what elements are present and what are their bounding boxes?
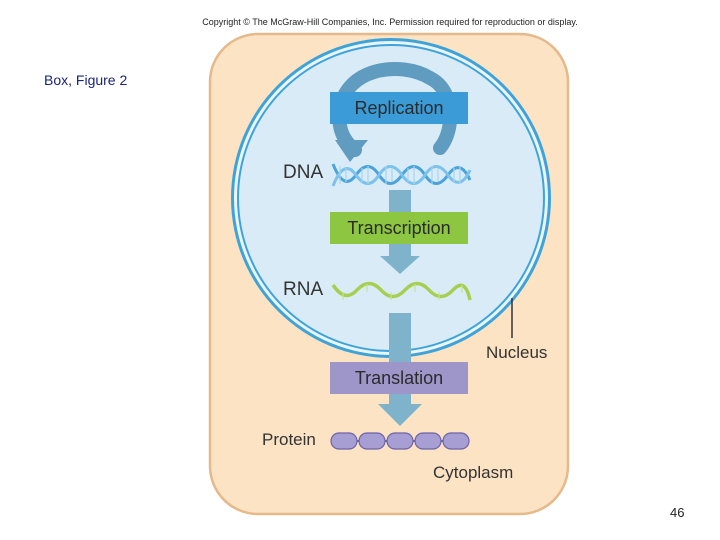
dna-helix xyxy=(331,163,472,187)
protein-bead xyxy=(386,432,414,450)
figure-caption: Box, Figure 2 xyxy=(44,72,128,88)
dna-label: DNA xyxy=(283,162,323,183)
protein-chain xyxy=(330,432,470,450)
arrow-translation-to-protein-shaft xyxy=(389,394,411,406)
translation-box xyxy=(330,362,468,394)
transcription-label: Transcription xyxy=(347,218,450,238)
rna-strand xyxy=(331,281,472,301)
arrow-transcription-to-rna-head xyxy=(380,256,420,274)
protein-bead xyxy=(442,432,470,450)
cytoplasm-label: Cytoplasm xyxy=(433,463,513,482)
replication-label: Replication xyxy=(354,98,443,118)
protein-bead xyxy=(414,432,442,450)
copyright-notice: Copyright © The McGraw-Hill Companies, I… xyxy=(202,17,578,27)
protein-bead xyxy=(330,432,358,450)
nucleus-label: Nucleus xyxy=(486,343,547,362)
arrow-dna-to-transcription xyxy=(389,190,411,214)
rna-label: RNA xyxy=(283,279,323,300)
protein-bead xyxy=(358,432,386,450)
translation-label: Translation xyxy=(355,368,443,388)
replication-box xyxy=(330,92,468,124)
arrow-transcription-to-rna-shaft xyxy=(389,244,411,258)
replication-arrowhead xyxy=(335,140,368,162)
arrow-rna-to-translation xyxy=(389,313,411,363)
protein-label: Protein xyxy=(262,430,316,449)
page-number: 46 xyxy=(670,505,685,520)
transcription-box xyxy=(330,212,468,244)
arrow-translation-to-protein-head xyxy=(378,404,422,426)
